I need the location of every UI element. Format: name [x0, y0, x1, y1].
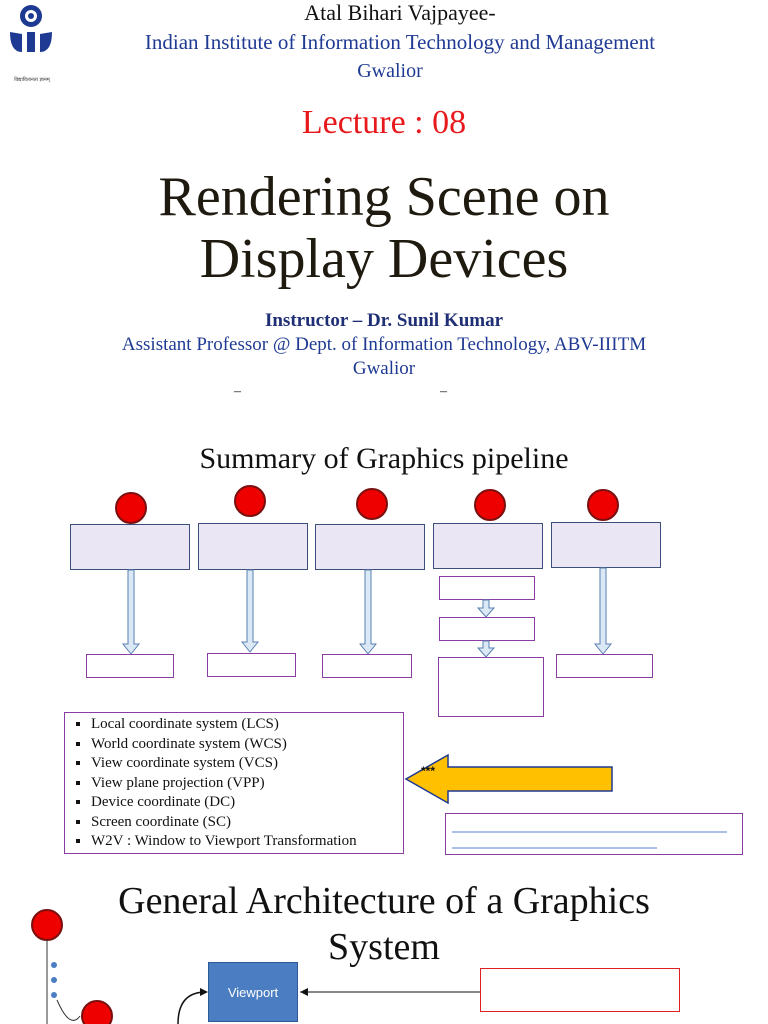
down-arrow	[240, 569, 260, 653]
legend-item: World coordinate system (WCS)	[91, 735, 403, 755]
pipeline-output-box	[556, 654, 653, 678]
architecture-title-line1: General Architecture of a Graphics	[118, 880, 650, 922]
title-line1: Rendering Scene on	[158, 166, 610, 228]
red-outline-box	[480, 968, 680, 1012]
institute-name-line2: Indian Institute of Information Technolo…	[144, 30, 656, 54]
pipeline-stage-box	[70, 524, 190, 570]
institute-city: Gwalior	[357, 60, 423, 82]
down-arrow	[476, 640, 496, 658]
lecture-number: Lecture : 08	[301, 104, 467, 141]
down-arrow	[358, 569, 378, 655]
red-dot	[474, 489, 506, 521]
architecture-title: General Architecture of a Graphics Syste…	[0, 878, 768, 970]
pipeline-substage-box	[439, 617, 535, 641]
pipeline-title: Summary of Graphics pipeline	[199, 442, 569, 475]
red-dot	[115, 492, 147, 524]
institute-logo: विद्यावितानता ज्ञानम्	[6, 2, 56, 83]
dash-left: –	[234, 384, 241, 399]
coordinate-legend: Local coordinate system (LCS) World coor…	[64, 712, 404, 854]
affiliation-line2: Gwalior	[352, 358, 416, 379]
red-dot	[587, 489, 619, 521]
dash-right: –	[440, 384, 447, 399]
legend-item: Screen coordinate (SC)	[91, 813, 403, 833]
legend-item: Device coordinate (DC)	[91, 793, 403, 813]
blank-note-box	[445, 813, 743, 855]
pipeline-output-box	[322, 654, 412, 678]
institute-name-line1: Atal Bihari Vajpayee-	[304, 0, 496, 25]
red-dot	[356, 488, 388, 520]
blue-dot	[51, 977, 57, 983]
arrow-label: ***	[421, 764, 436, 778]
logo-motto: विद्यावितानता ज्ञानम्	[14, 77, 50, 83]
legend-item: View coordinate system (VCS)	[91, 754, 403, 774]
red-dot	[81, 1000, 113, 1024]
instructor-name: Instructor – Dr. Sunil Kumar	[264, 310, 504, 331]
yellow-left-arrow	[404, 753, 613, 805]
pipeline-output-box	[86, 654, 174, 678]
pipeline-stage-box	[198, 523, 308, 570]
architecture-title-line2: System	[328, 926, 440, 968]
pipeline-output-box	[207, 653, 296, 677]
blue-dot	[51, 962, 57, 968]
down-arrow	[593, 567, 613, 655]
legend-item: View plane projection (VPP)	[91, 774, 403, 794]
down-arrow	[476, 599, 496, 618]
blue-dot	[51, 992, 57, 998]
down-arrow	[121, 569, 141, 655]
legend-item: W2V : Window to Viewport Transformation	[91, 832, 403, 852]
legend-item: Local coordinate system (LCS)	[91, 715, 403, 735]
viewport-box: Viewport	[208, 962, 298, 1022]
title-line2: Display Devices	[199, 228, 569, 290]
lecture-title: Rendering Scene on Display Devices	[0, 166, 768, 290]
pipeline-stage-box	[433, 523, 543, 569]
red-dot	[234, 485, 266, 517]
pipeline-output-box	[438, 657, 544, 717]
affiliation-line1: Assistant Professor @ Dept. of Informati…	[121, 334, 647, 355]
